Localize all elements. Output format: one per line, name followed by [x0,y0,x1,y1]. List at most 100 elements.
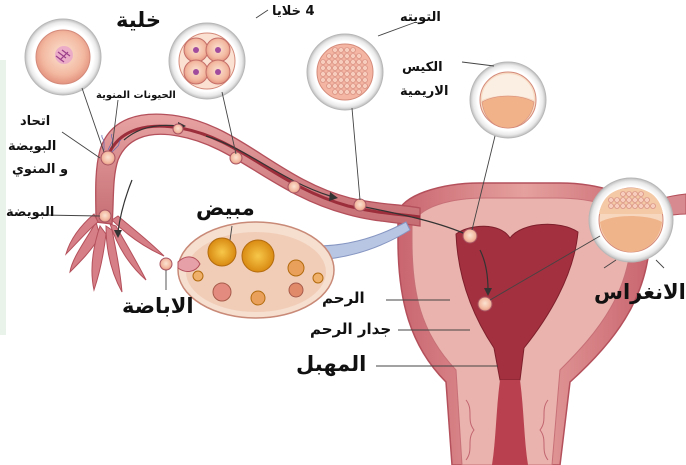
label-fertilization-1: اتحاد [20,114,50,129]
cell [345,54,350,59]
cell [351,48,356,53]
ovary [178,222,410,318]
cell [327,84,332,89]
egg-released [160,258,172,270]
embryo-egg-tube [99,210,111,222]
cell [327,72,332,77]
label-ovary: مبيض [196,196,255,220]
cell [333,54,338,59]
label-blastocyst-2: الاريمية [400,84,448,99]
cell [351,84,356,89]
follicle-small-1 [288,260,304,276]
cell [357,60,362,65]
fimbriae [66,214,164,292]
callout-morula [307,34,383,110]
follicle-small-6 [313,273,323,283]
cell [357,84,362,89]
cell [363,66,368,71]
cell [345,78,350,83]
label-fertilization-2: البويضة [8,139,56,154]
cell [321,72,326,77]
cell [627,204,632,209]
cell [615,198,620,203]
embryo-fertilized [101,151,115,165]
embryo-implanted [478,297,492,311]
follicle-small-3 [213,283,231,301]
cell [351,54,356,59]
cell [351,78,356,83]
cell [633,192,638,197]
cell [339,48,344,53]
label-blastocyst-1: الكيس [402,60,443,75]
callout-four-cells [169,23,245,99]
label-uterus: الرحم [322,289,365,307]
cell [363,72,368,77]
cell [351,90,356,95]
cell [339,66,344,71]
cell [345,66,350,71]
callout-cell [25,19,101,95]
label-sperm: الحيونات المنوية [96,90,176,101]
cell [345,90,350,95]
cell [609,204,614,209]
cell [333,90,338,95]
cell [639,192,644,197]
follicle-large-right [242,240,274,272]
cell [627,198,632,203]
label-ovulation: الاباضة [122,294,194,318]
cell [339,54,344,59]
label-four-cells: 4 خلايا [272,4,315,19]
label-fertilization-3: و المنوي [12,162,68,177]
cell [621,192,626,197]
cell [351,66,356,71]
nucleus-4 [215,69,221,75]
cell [357,54,362,59]
cell [351,72,356,77]
cell [357,90,362,95]
callout-blastocyst [470,62,546,138]
cell [321,78,326,83]
embryo-8cell [288,181,300,193]
cell [339,90,344,95]
cell [345,48,350,53]
cell [333,66,338,71]
cell [357,66,362,71]
left-edge-strip [0,60,6,335]
cell [333,72,338,77]
cell [321,60,326,65]
cell [333,84,338,89]
tube-outer [96,114,420,226]
cell [639,204,644,209]
callout-implantation [589,178,673,262]
follicle-small-5 [193,271,203,281]
cell [363,84,368,89]
cell [327,66,332,71]
label-vagina: المهبل [296,352,366,376]
cell [651,204,656,209]
cell [339,72,344,77]
cell [321,66,326,71]
follicle-small-4 [251,291,265,305]
cell [339,60,344,65]
cell [615,204,620,209]
cell [645,198,650,203]
cell [333,78,338,83]
cell [363,60,368,65]
cell [357,78,362,83]
cell [645,204,650,209]
nucleus-3 [193,69,199,75]
label-uterine-wall: جدار الرحم [310,320,391,338]
cell [339,78,344,83]
follicle-small-2 [289,283,303,297]
cell [327,78,332,83]
cell [351,60,356,65]
label-egg: البويضة [6,205,54,220]
nucleus-2 [215,47,221,53]
cell [333,48,338,53]
cell [363,78,368,83]
cell [639,198,644,203]
cell [327,60,332,65]
embryo-blastocyst [463,229,477,243]
cell [345,60,350,65]
